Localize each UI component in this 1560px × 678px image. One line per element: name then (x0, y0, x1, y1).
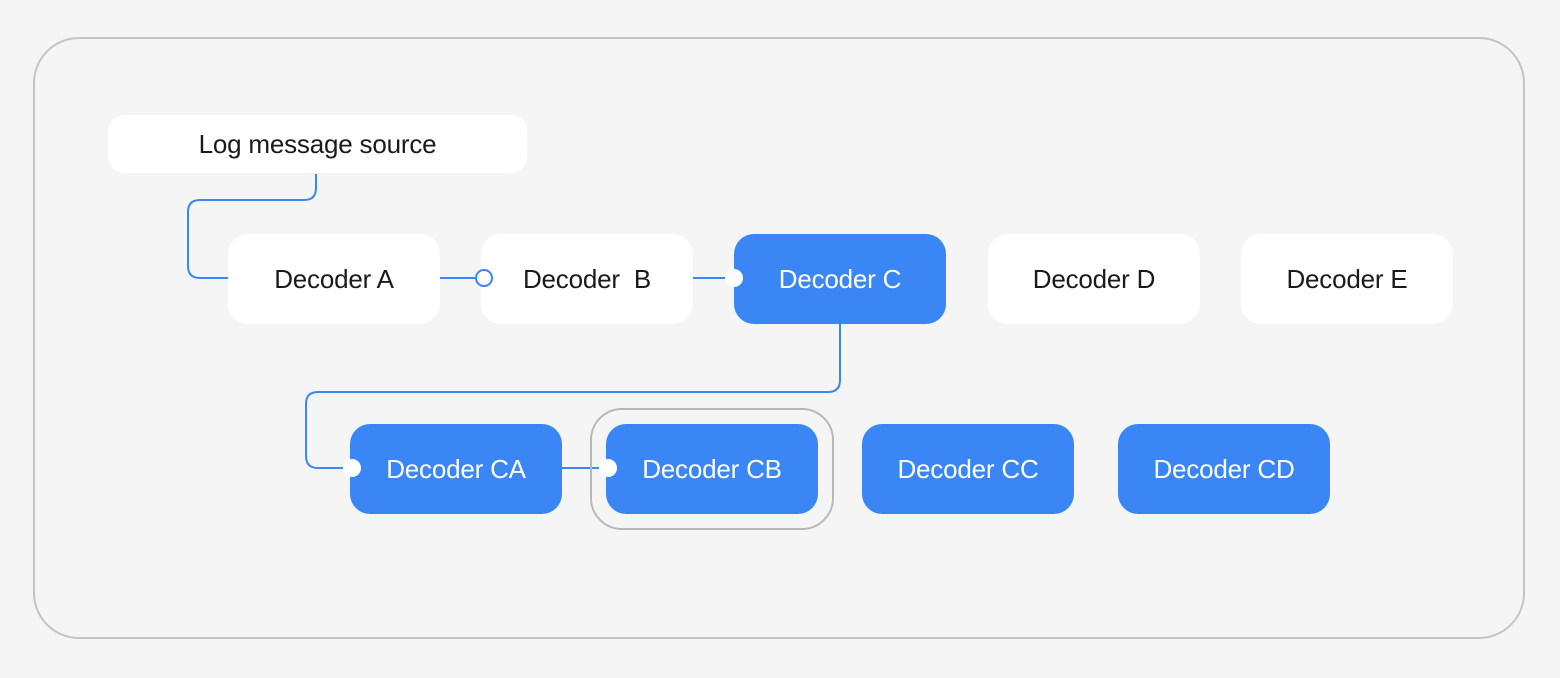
decoder-ca-input-port[interactable] (343, 459, 361, 477)
decoder-cb-label: Decoder CB (642, 453, 782, 484)
decoder-a-label: Decoder A (274, 263, 394, 294)
decoder-ca-node[interactable]: Decoder CA (350, 424, 562, 514)
log-message-source-label: Log message source (198, 128, 437, 159)
decoder-cd-label: Decoder CD (1153, 453, 1295, 484)
decoder-c-input-port[interactable] (725, 269, 743, 287)
decoder-b-label: Decoder B (522, 263, 652, 294)
decoder-c-node[interactable]: Decoder C (734, 234, 946, 324)
decoder-b-input-port[interactable] (475, 269, 493, 287)
decoder-cb-input-port[interactable] (599, 459, 617, 477)
decoder-cc-node[interactable]: Decoder CC (862, 424, 1074, 514)
diagram-frame (33, 37, 1525, 639)
decoder-cb-node[interactable]: Decoder CB (606, 424, 818, 514)
decoder-e-node[interactable]: Decoder E (1241, 234, 1453, 324)
decoder-cc-label: Decoder CC (897, 453, 1039, 484)
log-message-source-node[interactable]: Log message source (108, 115, 527, 173)
decoder-cb-selection-ring (590, 408, 834, 530)
decoder-a-node[interactable]: Decoder A (228, 234, 440, 324)
decoder-ca-label: Decoder CA (386, 453, 526, 484)
decoder-e-label: Decoder E (1286, 263, 1408, 294)
decoder-b-node[interactable]: Decoder B (481, 234, 693, 324)
decoder-cd-node[interactable]: Decoder CD (1118, 424, 1330, 514)
decoder-d-label: Decoder D (1032, 263, 1156, 294)
decoder-c-label: Decoder C (778, 263, 902, 294)
decoder-d-node[interactable]: Decoder D (988, 234, 1200, 324)
